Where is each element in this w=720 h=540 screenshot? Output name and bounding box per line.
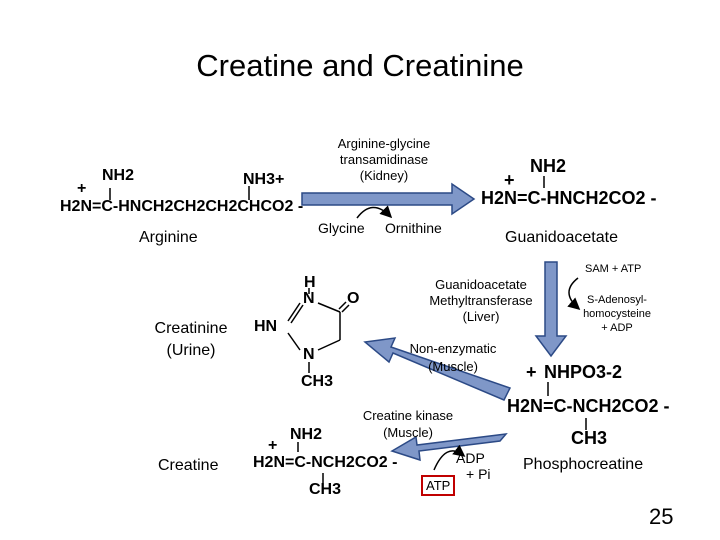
enzyme-nonenzymatic: Non-enzymatic (Muscle)	[400, 340, 506, 376]
enzyme-methyltransferase-line1: Guanidoacetate	[435, 277, 527, 292]
atp-label: ATP	[426, 478, 451, 493]
ring-bond-co2	[341, 304, 350, 313]
page-title: Creatine and Creatinine	[196, 48, 524, 83]
ring-bond-top-left	[287, 302, 301, 322]
arginine-formula: H2N=C-HNCH2CH2CH2CHCO2 -	[60, 198, 304, 215]
creatinine-n-bottom: N	[303, 346, 315, 363]
phosphocreatine-ch3: CH3	[571, 428, 608, 448]
arginine-nh2: NH2	[102, 167, 135, 184]
page-number: 25	[649, 504, 674, 529]
arrow-creatine-kinase	[390, 433, 508, 462]
enzyme-transamidinase: Arginine-glycine transamidinase (Kidney)	[316, 136, 452, 184]
creatine-formula: H2N=C-NCH2CO2 -	[253, 454, 398, 471]
creatine-ch3: CH3	[309, 481, 342, 498]
enzyme-transamidinase-line1: Arginine-glycine	[337, 136, 431, 151]
arrow-methyltransferase	[534, 261, 568, 358]
creatinine-label-line1: Creatinine	[154, 320, 228, 337]
sah-line2: homocysteine	[583, 308, 651, 320]
creatinine-label-line2: (Urine)	[166, 342, 216, 359]
adp-label: ADP	[456, 450, 485, 466]
enzyme-nonenzymatic-line2: (Muscle)	[428, 359, 478, 374]
guanidoacetate-plus: +	[504, 170, 515, 190]
guanidoacetate-nh2: NH2	[530, 156, 567, 176]
phosphocreatine-label: Phosphocreatine	[523, 456, 644, 473]
pi-label: + Pi	[466, 466, 491, 482]
enzyme-methyltransferase-line3: (Liver)	[462, 309, 500, 324]
enzyme-creatine-kinase: Creatine kinase (Muscle)	[350, 407, 466, 441]
glycine-label: Glycine	[318, 220, 365, 236]
enzyme-transamidinase-line2: transamidinase	[339, 152, 429, 167]
curved-arrow-adp	[433, 444, 466, 471]
enzyme-methyltransferase: Guanidoacetate Methyltransferase (Liver)	[418, 277, 544, 325]
ring-bond-co	[338, 301, 347, 310]
arrow-transamidinase	[301, 182, 476, 216]
phosphocreatine-formula: H2N=C-NCH2CO2 -	[507, 396, 670, 416]
ornithine-label: Ornithine	[385, 220, 442, 236]
enzyme-transamidinase-line3: (Kidney)	[359, 168, 409, 183]
ring-bond-top-left-double	[290, 304, 304, 324]
sah-line3: + ADP	[601, 322, 633, 334]
ring-bond-bottom-right	[317, 339, 341, 351]
creatinine-ch3: CH3	[301, 373, 334, 390]
enzyme-creatine-kinase-line2: (Muscle)	[383, 425, 433, 440]
guanidoacetate-formula: H2N=C-HNCH2CO2 -	[481, 188, 657, 208]
creatine-nh2: NH2	[290, 426, 323, 443]
sah-label: S-Adenosyl- homocysteine + ADP	[572, 293, 662, 335]
arginine-label: Arginine	[139, 229, 198, 246]
enzyme-nonenzymatic-line1: Non-enzymatic	[409, 341, 497, 356]
sam-atp-label: SAM + ATP	[585, 263, 642, 275]
arginine-nh3: NH3+	[243, 171, 285, 188]
enzyme-creatine-kinase-line1: Creatine kinase	[362, 408, 454, 423]
curved-arrow-glycine-ornithine	[356, 205, 393, 219]
creatine-plus: +	[268, 437, 278, 454]
creatinine-o: O	[347, 290, 360, 307]
creatine-label: Creatine	[158, 457, 219, 474]
arrow-nonenzymatic	[363, 337, 512, 401]
atp-box: ATP	[421, 475, 456, 496]
creatinine-hn: HN	[254, 318, 278, 335]
creatinine-label: Creatinine (Urine)	[145, 318, 237, 362]
sah-line1: S-Adenosyl-	[587, 294, 647, 306]
creatinine-n-top: N	[303, 290, 315, 307]
ring-bond-bottom-left	[287, 332, 301, 351]
ring-bond-n-c	[317, 302, 341, 313]
phosphocreatine-nhpo3: NHPO3-2	[544, 362, 623, 382]
guanidoacetate-label: Guanidoacetate	[505, 229, 618, 246]
enzyme-methyltransferase-line2: Methyltransferase	[429, 293, 533, 308]
creatinine-h: H	[304, 274, 316, 291]
phosphocreatine-plus: +	[526, 362, 537, 382]
curved-arrow-sam	[567, 277, 581, 310]
arginine-plus: +	[77, 180, 87, 197]
